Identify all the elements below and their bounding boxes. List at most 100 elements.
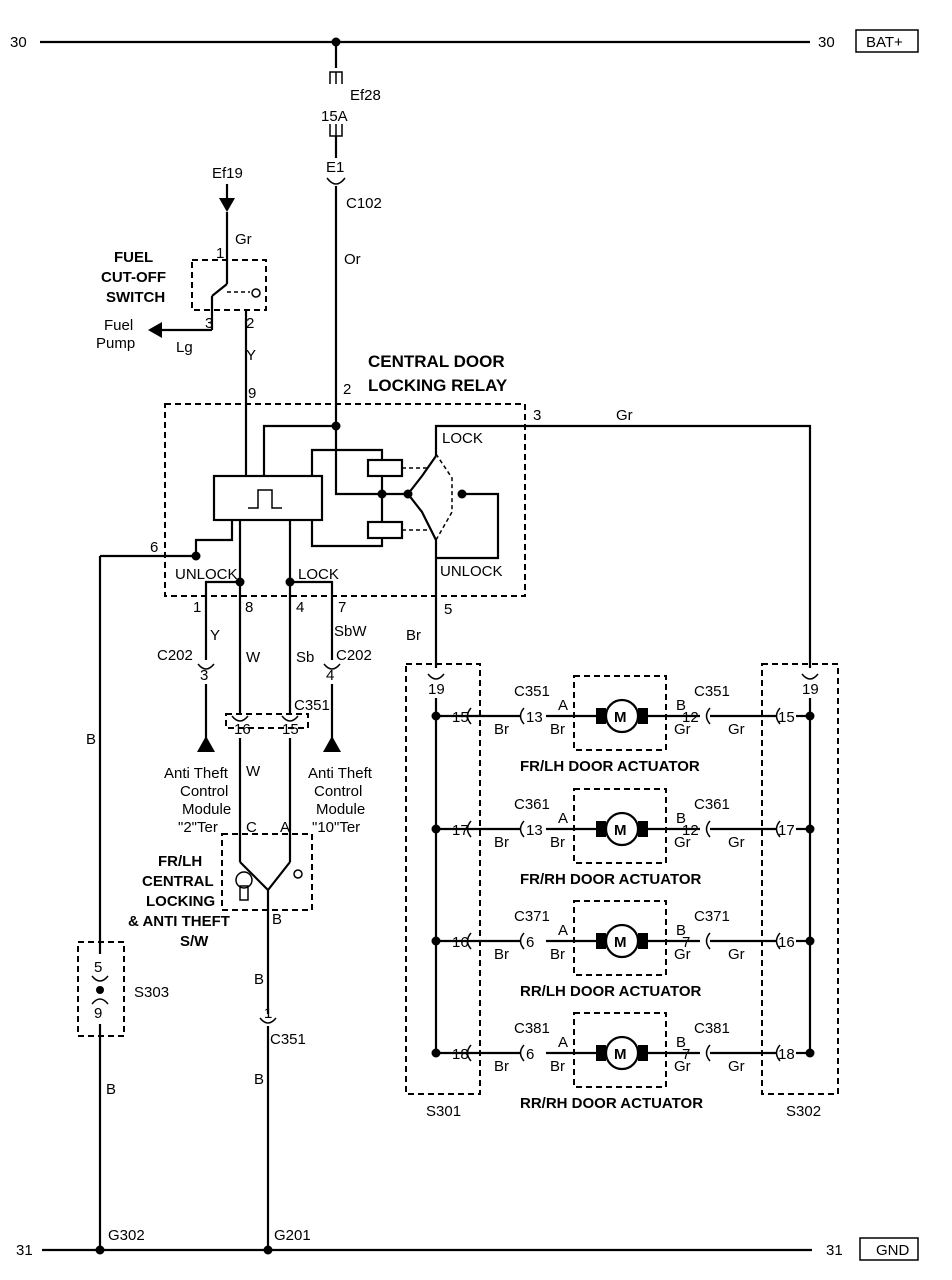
fuel-pump-label-1: Fuel [104,317,133,334]
door-switch-pin-b: B [272,911,282,928]
relay-pin-3: 3 [533,407,541,424]
ground-g302: G302 [108,1227,145,1244]
anti-theft-left-2: Control [180,783,228,800]
motor-symbol: M [614,934,627,951]
actuator-pin-left: 6 [526,934,534,951]
actuator-pin-left: 13 [526,822,543,839]
wire-br-left: Br [494,1058,509,1075]
fuel-switch-pin1: 1 [216,245,224,262]
c351-bottom-pin: 1 [264,1005,272,1022]
relay-lock-input: LOCK [298,566,339,583]
wire-y-pin1: Y [210,627,220,644]
wire-gr-ef19: Gr [235,231,252,248]
wire-gr-right: Gr [728,834,745,851]
rail-number-left-bottom: 31 [16,1242,33,1259]
s303-label: S303 [134,984,169,1001]
fuse-ef28: Ef28 15A E1 C102 Or 2 [321,42,382,426]
door-switch-title-1: FR/LH [158,853,202,870]
actuator-pin-left: 13 [526,709,543,726]
actuator-pin-right: 12 [682,709,699,726]
wire-b-left: B [86,731,96,748]
s301-pin: 15 [452,709,469,726]
wire-gr-left: Gr [674,1058,691,1075]
relay-unlock-input: UNLOCK [175,566,238,583]
connector-right: C381 [694,1020,730,1037]
wire-gr-right: Gr [728,1058,745,1075]
relay-pin-9: 9 [248,385,256,402]
relay-pin-4: 4 [296,599,304,616]
connector-c202-right: C202 [336,647,372,664]
motor-icon [604,1035,640,1071]
terminal-b: B [676,1034,686,1051]
anti-theft-left-3: Module [182,801,231,818]
terminal-a: A [558,697,568,714]
relay-unlock-label: UNLOCK [440,563,503,580]
gnd-rail: 31 31 GND [16,1237,919,1261]
bat-label: BAT+ [866,34,903,51]
motor-symbol: M [614,709,627,726]
wire-w-lower: W [246,763,261,780]
wire-b-c351: B [254,1071,264,1088]
wire-b-s303: B [106,1081,116,1098]
s302-pin: 16 [778,934,795,951]
anti-theft-left-1: Anti Theft [164,765,229,782]
door-switch-title-5: S/W [180,933,209,950]
relay-pin-2: 2 [343,381,351,398]
s302-junction [805,936,815,946]
splice-s302: 19 S302 [761,663,839,1120]
ef19-label: Ef19 [212,165,243,182]
connector-right: C361 [694,796,730,813]
anti-theft-right-2: Control [314,783,362,800]
wire-br-pin5: Br [406,627,421,644]
terminal-a: A [558,810,568,827]
s302-label: S302 [786,1103,821,1120]
wire-b-switch: B [254,971,264,988]
relay-pin-6: 6 [150,539,158,556]
fuel-cutoff-switch: Ef19 Gr 1 FUEL CUT-OFF SWITCH 3 2 Fuel P… [96,165,267,470]
wire-gr-right: Gr [728,721,745,738]
fuel-switch-title-2: CUT-OFF [101,269,166,286]
wire-br-left: Br [494,721,509,738]
actuator-pin-right: 7 [682,1046,690,1063]
wire-w-pin8: W [246,649,261,666]
fuse-rating: 15A [321,108,348,125]
fuse-name: Ef28 [350,87,381,104]
relay-pin-8: 8 [245,599,253,616]
c202-pin-left: 3 [200,667,208,684]
s302-pin-19: 19 [802,681,819,698]
s302-pin: 18 [778,1046,795,1063]
anti-theft-right-4: "10"Ter [312,819,360,836]
relay-title-1: CENTRAL DOOR [368,352,505,371]
actuator-box [573,1012,667,1088]
wire-gr-pin3: Gr [616,407,633,424]
motor-symbol: M [614,1046,627,1063]
fuel-switch-title-3: SWITCH [106,289,165,306]
wire-br-left: Br [494,834,509,851]
terminal-b: B [676,922,686,939]
wire-br-right: Br [550,834,565,851]
wire-gr-right: Gr [728,946,745,963]
actuator-title: RR/RH DOOR ACTUATOR [520,1095,703,1112]
fuel-pump-label-2: Pump [96,335,135,352]
s303-pin-5: 5 [94,959,102,976]
relay-pin-7: 7 [338,599,346,616]
rail-number-right-bottom: 31 [826,1242,843,1259]
actuator-title: RR/LH DOOR ACTUATOR [520,983,702,1000]
s301-label: S301 [426,1103,461,1120]
connector-left: C381 [514,1020,550,1037]
relay-pin-5: 5 [444,601,452,618]
motor-icon [604,923,640,959]
wire-br-right: Br [550,1058,565,1075]
ground-path-left: B 5 9 S303 B G302 [77,554,196,1255]
wire-y-fuel: Y [246,347,256,364]
wire-or-label: Or [344,251,361,268]
connector-c102: C102 [346,195,382,212]
gnd-label: GND [876,1242,910,1259]
ground-g201: G201 [274,1227,311,1244]
s301-pin-19: 19 [428,681,445,698]
